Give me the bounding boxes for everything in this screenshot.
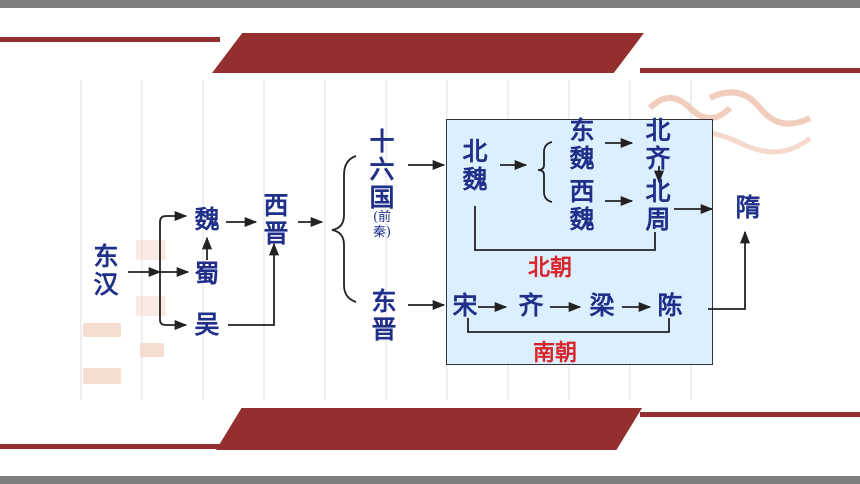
- seal-decoration: [136, 240, 166, 260]
- node-xiwei: 西 魏: [569, 177, 595, 234]
- node-beiqi: 北 齐: [645, 116, 671, 173]
- seal-decoration: [136, 296, 166, 316]
- top-bar: [0, 0, 860, 8]
- node-dongjin: 东 晋: [371, 287, 397, 344]
- node-shu: 蜀: [194, 259, 220, 288]
- node-chen: 陈: [657, 291, 683, 320]
- group-label-beichao: 北朝: [527, 256, 572, 281]
- node-wu: 吴: [194, 310, 220, 339]
- bottom-ribbon: [216, 408, 642, 450]
- node-qi: 齐: [518, 291, 544, 320]
- bottom-right-rule: [640, 412, 860, 417]
- top-left-rule: [0, 37, 220, 42]
- node-beizhou: 北 周: [645, 177, 671, 234]
- node-sui: 隋: [735, 193, 761, 222]
- top-right-rule: [640, 68, 860, 73]
- node-beiwei: 北 魏: [462, 137, 488, 194]
- seal-decoration: [83, 368, 121, 384]
- node-donghan: 东 汉: [93, 242, 119, 299]
- node-shiliuguo: 十 六 国: [369, 127, 395, 212]
- group-label-nanchao: 南朝: [532, 341, 577, 366]
- bottom-bar: [0, 476, 860, 484]
- node-dongwei: 东 魏: [569, 116, 595, 173]
- node-xijin: 西 晋: [263, 191, 289, 248]
- bottom-left-rule: [0, 444, 220, 449]
- node-liang: 梁: [589, 291, 615, 320]
- node-song: 宋: [452, 291, 478, 320]
- top-ribbon: [212, 33, 644, 73]
- node-wei: 魏: [194, 205, 220, 234]
- node-qianqin: (前 秦): [372, 210, 392, 240]
- seal-decoration: [140, 343, 164, 357]
- seal-decoration: [83, 323, 121, 337]
